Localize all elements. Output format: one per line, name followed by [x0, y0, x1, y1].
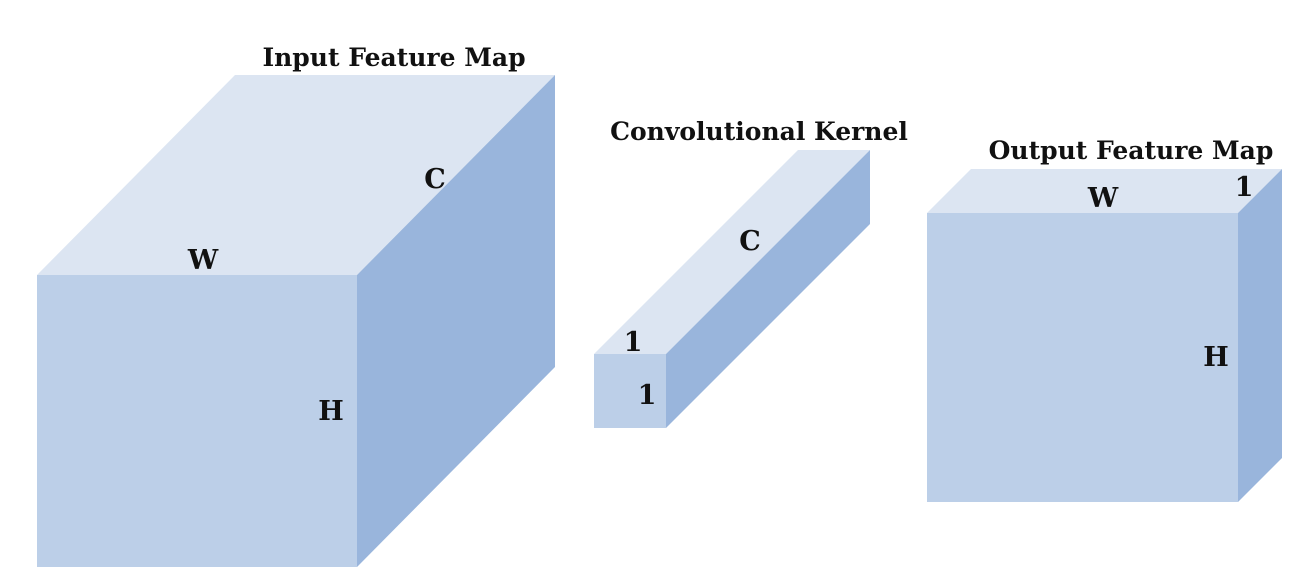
output-slab-front-face	[927, 213, 1238, 502]
input-map-height-label: H	[318, 396, 344, 427]
input-cube-front-face	[37, 275, 357, 567]
kernel-channels-label: C	[739, 226, 761, 257]
input-feature-map-cube: Input Feature Map W C H	[37, 43, 555, 567]
output-map-channels-label: 1	[1235, 172, 1254, 203]
kernel-height-label: 1	[638, 380, 657, 411]
output-map-title: Output Feature Map	[989, 136, 1274, 165]
input-cube-top-face	[37, 75, 555, 275]
kernel-width-label: 1	[624, 327, 643, 358]
convolutional-kernel-prism: Convolutional Kernel C 1 1	[594, 117, 908, 428]
output-map-height-label: H	[1203, 342, 1229, 373]
input-map-channels-label: C	[424, 164, 446, 195]
input-cube-side-face	[357, 75, 555, 567]
output-feature-map-slab: Output Feature Map W 1 H	[927, 136, 1282, 502]
input-map-title: Input Feature Map	[262, 43, 525, 72]
kernel-side-face	[666, 150, 870, 428]
output-map-width-label: W	[1087, 183, 1119, 214]
kernel-front-face	[594, 354, 666, 428]
kernel-title: Convolutional Kernel	[610, 117, 908, 146]
input-map-width-label: W	[187, 245, 219, 276]
output-slab-top-face	[927, 169, 1282, 213]
kernel-top-face	[594, 150, 870, 354]
output-slab-side-face	[1238, 169, 1282, 502]
